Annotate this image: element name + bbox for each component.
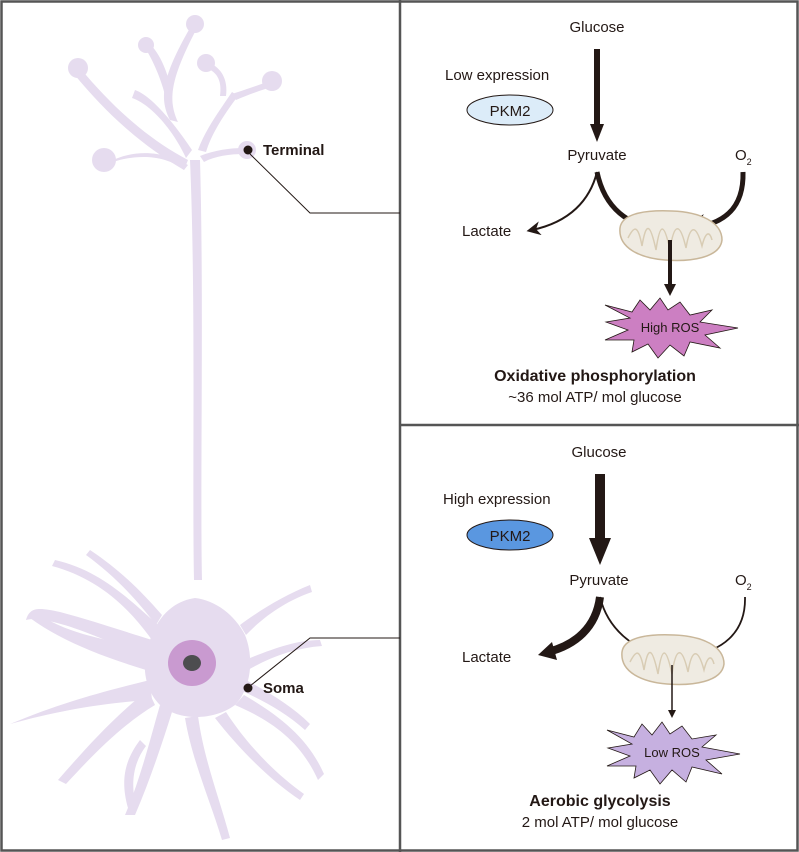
oxygen-label: O2 <box>735 147 752 167</box>
terminal-leader-line <box>249 153 400 214</box>
glucose-arrow-head <box>590 124 604 142</box>
soma-label: Soma <box>263 680 305 697</box>
high-ros-burst <box>604 297 739 359</box>
ros-label: Low ROS <box>644 745 700 760</box>
pathway-title: Aerobic glycolysis <box>529 793 670 810</box>
pathway-title: Oxidative phosphorylation <box>494 368 696 385</box>
expression-label: Low expression <box>445 67 549 84</box>
atp-yield: 2 mol ATP/ mol glucose <box>522 814 678 831</box>
atp-yield: ~36 mol ATP/ mol glucose <box>508 389 682 406</box>
low-ros-burst <box>606 721 741 785</box>
terminal-metabolism-panel: Glucose Low expression PKM2 Pyruvate O2 … <box>445 19 752 406</box>
ros-arrow-head <box>668 710 676 718</box>
axon <box>190 160 202 580</box>
ros-arrow-head <box>664 284 676 296</box>
ros-label: High ROS <box>641 320 700 335</box>
pyruvate-to-lactate-arrow <box>546 596 604 656</box>
soma-body <box>10 550 324 840</box>
oxygen-label: O2 <box>735 572 752 592</box>
lactate-label: Lactate <box>462 649 511 666</box>
pyruvate-label: Pyruvate <box>569 572 628 589</box>
pkm2-label: PKM2 <box>490 103 531 120</box>
mitochondrion-icon <box>619 210 723 262</box>
glucose-arrow-head <box>589 538 611 565</box>
pyruvate-label: Pyruvate <box>567 147 626 164</box>
soma-callout: Soma <box>243 637 400 697</box>
pyruvate-to-lactate-arrow <box>526 171 598 236</box>
pkm2-ellipse <box>466 519 554 551</box>
terminal-marker-dot <box>243 145 253 155</box>
mitochondrion-icon <box>621 634 725 686</box>
soma-metabolism-panel: Glucose High expression PKM2 Pyruvate O2… <box>443 444 752 831</box>
terminal-dendrites <box>68 15 282 172</box>
lactate-label: Lactate <box>462 223 511 240</box>
lactate-arrow-head <box>538 642 557 660</box>
nucleolus <box>183 655 201 671</box>
glucose-label: Glucose <box>569 19 624 36</box>
soma-leader-line <box>249 637 400 687</box>
glucose-label: Glucose <box>571 444 626 461</box>
pkm2-label: PKM2 <box>490 528 531 545</box>
neuron-illustration <box>10 15 324 840</box>
expression-label: High expression <box>443 491 551 508</box>
terminal-label: Terminal <box>263 142 324 159</box>
pkm2-ellipse <box>466 94 554 126</box>
terminal-callout: Terminal <box>243 142 400 214</box>
